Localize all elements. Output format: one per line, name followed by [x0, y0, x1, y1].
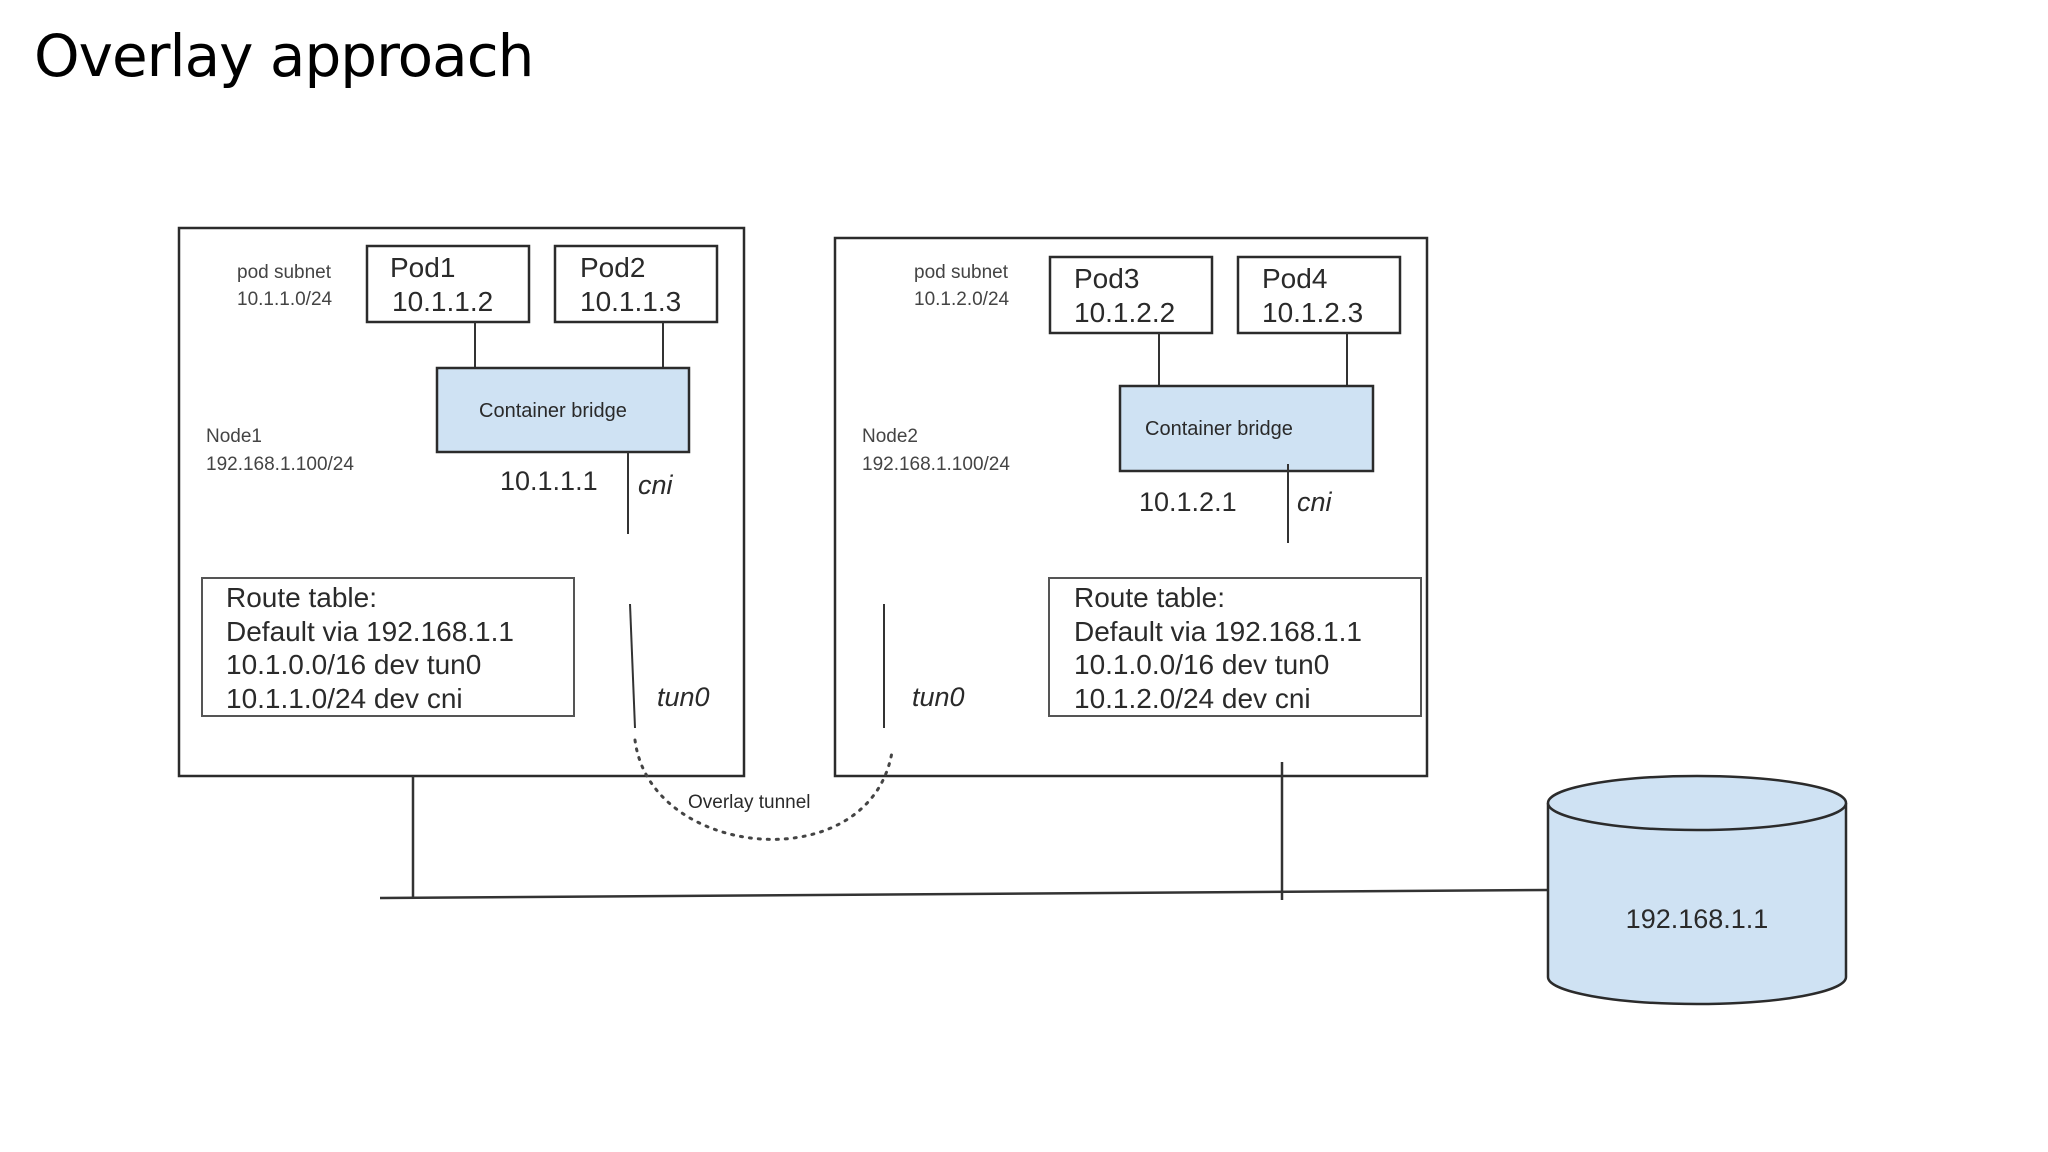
- pod1-name: Pod1: [390, 252, 455, 283]
- node2-subnet-value: 10.1.2.0/24: [914, 289, 1010, 310]
- overlay-tunnel-label: Overlay tunnel: [688, 792, 811, 813]
- router-cylinder: 192.168.1.1: [1546, 774, 1848, 1006]
- node1-subnet-label: pod subnet: [237, 262, 332, 283]
- node2-bridge-ip: 10.1.2.1: [1139, 487, 1237, 517]
- node2-name: Node2: [862, 426, 918, 447]
- pod3-box: [1048, 255, 1214, 335]
- node1-address: 192.168.1.100/24: [206, 454, 354, 475]
- node2-container-bridge: [1118, 384, 1375, 473]
- node2-subnet-label: pod subnet: [914, 262, 1009, 283]
- node2: pod subnet 10.1.2.0/24 Node2 192.168.1.1…: [833, 236, 1429, 778]
- node1-subnet-value: 10.1.1.0/24: [237, 289, 333, 310]
- pod2-box: [553, 244, 719, 324]
- node2-route-line-3: 10.1.0.0/16 dev tun0: [1074, 649, 1329, 680]
- pod4-box: [1236, 255, 1402, 335]
- node1-tun-link: [629, 603, 636, 729]
- pod2-name: Pod2: [580, 252, 645, 283]
- node2-tun-label: tun0: [912, 682, 965, 712]
- node2-route-table-box: [1048, 577, 1422, 717]
- router-ip: 192.168.1.1: [1626, 904, 1769, 934]
- pod4-name: Pod4: [1262, 263, 1327, 294]
- network-bus: [379, 888, 1549, 900]
- node1-name: Node1: [206, 426, 262, 447]
- node2-route-line-4: 10.1.2.0/24 dev cni: [1074, 683, 1311, 714]
- node1-route-line-2: Default via 192.168.1.1: [226, 616, 514, 647]
- node1-tun-label: tun0: [657, 682, 710, 712]
- node2-route-line-1: Route table:: [1074, 582, 1225, 613]
- node2-bridge-label: Container bridge: [1145, 418, 1293, 440]
- node1-route-line-4: 10.1.1.0/24 dev cni: [226, 683, 463, 714]
- pod3-name: Pod3: [1074, 263, 1139, 294]
- pod4-ip: 10.1.2.3: [1262, 297, 1363, 328]
- router-body: [1546, 803, 1848, 1006]
- pod1-ip: 10.1.1.2: [392, 286, 493, 317]
- node1-route-line-3: 10.1.0.0/16 dev tun0: [226, 649, 481, 680]
- node1-route-line-1: Route table:: [226, 582, 377, 613]
- node2-address: 192.168.1.100/24: [862, 454, 1010, 475]
- node1-cni-label: cni: [638, 470, 674, 500]
- node1: pod subnet 10.1.1.0/24 Node1 192.168.1.1…: [177, 226, 746, 778]
- router-top: [1546, 774, 1848, 832]
- pod1-box: [365, 244, 531, 324]
- node1-bridge-label: Container bridge: [479, 400, 627, 422]
- node1-route-table-box: [201, 577, 575, 717]
- pod2-ip: 10.1.1.3: [580, 286, 681, 317]
- node2-route-line-2: Default via 192.168.1.1: [1074, 616, 1362, 647]
- node2-cni-label: cni: [1297, 487, 1333, 517]
- node1-container-bridge: [435, 366, 691, 454]
- node1-bridge-ip: 10.1.1.1: [500, 466, 598, 496]
- overlay-tunnel-arc: [633, 738, 894, 841]
- slide-title: Overlay approach: [34, 22, 534, 90]
- pod3-ip: 10.1.2.2: [1074, 297, 1175, 328]
